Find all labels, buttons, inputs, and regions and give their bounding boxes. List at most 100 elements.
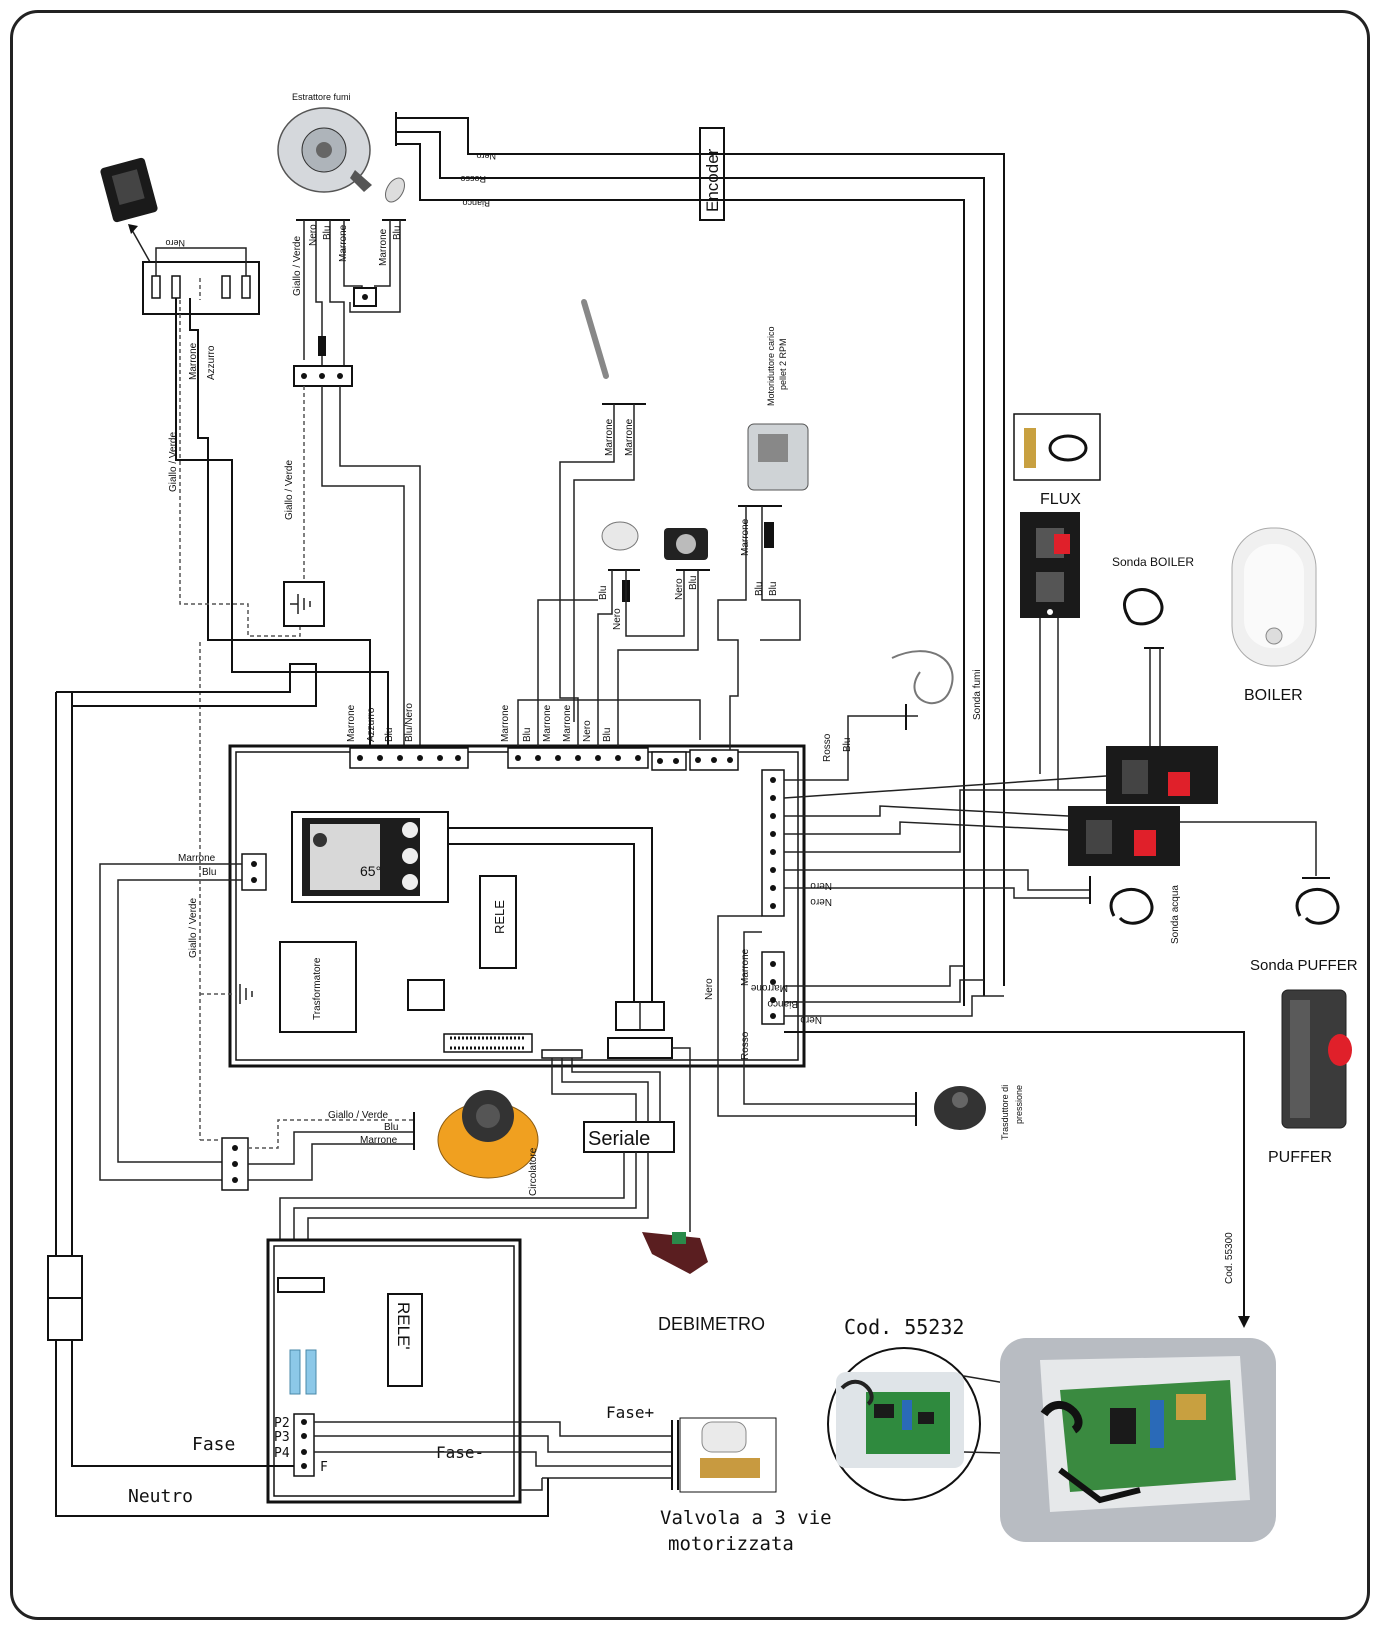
switch-wire-giallo-verde: Giallo / Verde: [168, 432, 179, 492]
lr-wire-nero: Nero: [800, 1014, 822, 1025]
estrattore-label: Estrattore fumi: [292, 92, 351, 102]
debimetro: DEBIMETRO: [642, 1232, 765, 1334]
board-wire-blu-nero: Blu/Nero: [404, 703, 415, 742]
lr-wire-bianco: Bianco: [767, 998, 798, 1009]
encoder-box: [699, 127, 725, 221]
circ-wire-blu: Blu: [384, 1122, 398, 1133]
motor-wire-blu: Blu: [754, 582, 765, 596]
probe-wire-nero-1: Nero: [810, 880, 832, 891]
probe-wire-marrone: Marrone: [604, 418, 615, 456]
extractor-wire-blu-2: Blu: [392, 226, 403, 240]
circ-wire-giallo-verde: Giallo / Verde: [328, 1110, 388, 1121]
extractor-wire-marrone-2: Marrone: [378, 228, 389, 266]
flux-sensor: FLUX: [1013, 413, 1101, 790]
board-rele-label: RELE: [492, 900, 507, 934]
valvola-label-1: Valvola a 3 vie: [660, 1507, 832, 1529]
left-wire-marrone: Marrone: [178, 853, 216, 864]
cod-55232-label: Cod. 55232: [844, 1315, 964, 1339]
board-wire-blu-3: Blu: [602, 728, 613, 742]
encoder-wire-nero: Nero: [476, 151, 496, 161]
trasformatore-box: [279, 941, 357, 1033]
sonda-acqua-label: Sonda acqua: [1170, 885, 1181, 944]
board-wire-blu: Blu: [384, 728, 395, 742]
board-display: 65°: [291, 811, 449, 903]
cod-55300-label: Cod. 55300: [1224, 1232, 1235, 1284]
board-right-terminals: [761, 769, 785, 1025]
probe-wire-nero-2: Nero: [810, 896, 832, 907]
board-wire-nero: Nero: [582, 720, 593, 742]
board-rele-box: [479, 875, 517, 969]
board-wire-marrone-2: Marrone: [500, 704, 511, 742]
smoke-extractor: Estrattore fumi: [277, 92, 405, 203]
motor-wire-blu-2: Blu: [768, 582, 779, 596]
thermostat-wire-blu: Blu: [598, 586, 609, 600]
extractor-wire-marrone: Marrone: [338, 224, 349, 262]
board-wire-blu-2: Blu: [522, 728, 533, 742]
extractor-wire-nero: Nero: [308, 224, 319, 246]
fase-label: Fase: [192, 1434, 235, 1455]
board-wire-marrone-3: Marrone: [542, 704, 553, 742]
motoriduttore: Motoriduttore carico pellet 2 RPM Marron…: [717, 326, 809, 750]
pressure-wire-blu: Blu: [688, 576, 699, 590]
diagram-frame: [10, 10, 1370, 1620]
encoder-wire-bianco: Bianco: [462, 198, 490, 208]
probe-wire-rosso: Rosso: [822, 733, 833, 762]
switch-wire-nero: Nero: [165, 238, 185, 248]
relay-rele-label: RELE': [394, 1302, 413, 1350]
extractor-wires: Giallo / Verde Nero Blu Marrone Marrone …: [283, 219, 421, 746]
probe-wire-marrone-2: Marrone: [624, 418, 635, 456]
valvola-label-2: motorizzata: [668, 1533, 794, 1555]
ground-wire-giallo-verde: Giallo / Verde: [284, 460, 295, 520]
board-wire-azzurro: Azzurro: [366, 707, 377, 742]
p2-label: P2: [274, 1416, 290, 1431]
p4-label: P4: [274, 1446, 290, 1461]
probe-wire-blu-r: Blu: [842, 738, 853, 752]
extractor-wire-giallo-verde: Giallo / Verde: [292, 236, 303, 296]
sonda-fumi-label: Sonda fumi: [972, 669, 983, 720]
board-wire-marrone-4: Marrone: [562, 704, 573, 742]
trasduttore: Trasduttore di pressione: [934, 1085, 1024, 1140]
thermostat-wire-nero: Nero: [612, 608, 623, 630]
boiler-label: BOILER: [1244, 687, 1303, 704]
extractor-wire-blu: Blu: [322, 226, 333, 240]
board-wire-marrone: Marrone: [346, 704, 357, 742]
trasduttore-label-2: pressione: [1014, 1085, 1024, 1124]
board-wire-marrone-left: Marrone: [740, 948, 751, 986]
seriale-label: Seriale: [588, 1128, 650, 1150]
seriale-box: [583, 1121, 675, 1153]
valvola: Valvola a 3 vie motorizzata: [660, 1417, 832, 1555]
flux-label: FLUX: [1040, 491, 1081, 508]
fase-plus-label: Fase+: [606, 1403, 654, 1422]
sonda-puffer-label: Sonda PUFFER: [1250, 957, 1358, 974]
switch-wire-marrone: Marrone: [188, 342, 199, 380]
motoriduttore-label-2: pellet 2 RPM: [778, 338, 788, 390]
encoder-group: Encoder Nero Rosso Bianco: [395, 112, 1005, 1006]
display-temperature: 65°: [360, 863, 381, 879]
circ-wire-marrone: Marrone: [360, 1135, 398, 1146]
probe-top: Marrone Marrone: [559, 299, 646, 746]
terminal-puffer: [1068, 806, 1180, 866]
sonda-boiler-label: Sonda BOILER: [1112, 555, 1194, 569]
board-wire-rosso-left: Rosso: [740, 1031, 751, 1060]
thermostat: Blu Nero: [597, 521, 685, 746]
trasduttore-label-1: Trasduttore di: [1000, 1085, 1010, 1140]
board-wire-nero-left: Nero: [704, 978, 715, 1000]
main-switch: Nero: [100, 157, 260, 315]
circolatore-label: Circolatore: [528, 1147, 539, 1196]
switch-wire-azzurro: Azzurro: [206, 345, 217, 380]
trasformatore-label: Trasformatore: [312, 957, 323, 1020]
neutro-label: Neutro: [128, 1486, 193, 1507]
encoder-wire-rosso: Rosso: [460, 174, 486, 184]
left-wire-blu: Blu: [202, 867, 216, 878]
encoder-label: Encoder: [703, 148, 722, 212]
puffer-label: PUFFER: [1268, 1149, 1332, 1166]
left-wire-giallo-verde: Giallo / Verde: [188, 898, 199, 958]
puffer-tank: PUFFER: [1268, 989, 1352, 1166]
board-top-terminals: Marrone Azzurro Blu Blu/Nero Marrone Blu…: [346, 703, 739, 771]
lr-wire-marrone: Marrone: [750, 982, 788, 993]
pressure-switch: Nero Blu: [617, 528, 710, 746]
p3-label: P3: [274, 1430, 290, 1445]
pressure-wire-nero: Nero: [674, 578, 685, 600]
switch-terminal-block: [142, 261, 260, 315]
